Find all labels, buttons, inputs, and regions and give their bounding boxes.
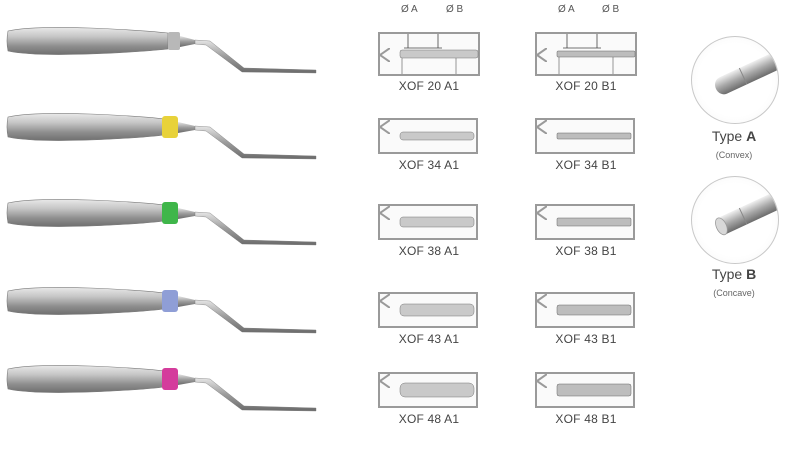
type-a-title: Type A [711, 128, 757, 144]
pointer-arrow [537, 294, 547, 308]
type-b-title: Type B [711, 266, 757, 282]
color-ring [168, 32, 180, 50]
instrument-illustration [6, 113, 317, 160]
convex-tip-icon [715, 48, 778, 95]
diameter-b-label: Ø B [446, 4, 464, 15]
tip-drawing [399, 216, 475, 228]
tip-label: XOF 20 A1 [398, 79, 460, 93]
tip-drawing [399, 382, 475, 398]
tip-label: XOF 38 B1 [555, 244, 617, 258]
pointer-arrow [537, 374, 547, 388]
tip-drawing [399, 131, 475, 141]
tip-detail-b1-20 [535, 32, 637, 76]
pointer-arrow [537, 120, 547, 134]
instrument-illustration [6, 27, 317, 74]
tip-detail-a1-34 [378, 118, 478, 154]
type-a-illustration [691, 36, 779, 124]
color-ring [162, 116, 178, 138]
color-ring [162, 202, 178, 224]
tip-drawing [399, 303, 475, 317]
tip-detail-b1-34 [535, 118, 635, 154]
tip-label: XOF 20 B1 [555, 79, 617, 93]
tip-label: XOF 43 B1 [555, 332, 617, 346]
type-b-illustration [691, 176, 779, 264]
tip-drawing [399, 34, 479, 74]
tip-label: XOF 34 B1 [555, 158, 617, 172]
pointer-arrow [380, 120, 390, 134]
pointer-arrow [380, 206, 390, 220]
tip-detail-a1-48 [378, 372, 478, 408]
tip-drawing [556, 383, 632, 397]
tip-drawing [556, 34, 636, 74]
instrument-xof-20 [0, 14, 330, 74]
tip-detail-a1-43 [378, 292, 478, 328]
tip-detail-b1-43 [535, 292, 635, 328]
tip-label: XOF 43 A1 [398, 332, 460, 346]
type-b-description: (Concave) [713, 288, 755, 298]
instrument-illustration [6, 287, 317, 334]
tip-label: XOF 48 A1 [398, 412, 460, 426]
diameter-a-label: Ø A [558, 4, 575, 15]
pointer-arrow [380, 294, 390, 308]
pointer-arrow [537, 48, 547, 62]
tip-label: XOF 34 A1 [398, 158, 460, 172]
instrument-xof-43 [0, 274, 330, 334]
instrument-xof-48 [0, 352, 330, 412]
color-ring [162, 368, 178, 390]
type-a-description: (Convex) [715, 150, 753, 160]
instrument-illustration [6, 199, 317, 246]
tip-drawing [556, 304, 632, 316]
instrument-xof-34 [0, 100, 330, 160]
pointer-arrow [380, 48, 390, 62]
diameter-a-label: Ø A [401, 4, 418, 15]
color-ring [162, 290, 178, 312]
instrument-xof-38 [0, 186, 330, 246]
tip-detail-a1-38 [378, 204, 478, 240]
tip-label: XOF 38 A1 [398, 244, 460, 258]
concave-tip-icon [715, 188, 778, 236]
tip-label: XOF 48 B1 [555, 412, 617, 426]
tip-detail-a1-20 [378, 32, 480, 76]
instrument-illustration [6, 365, 317, 412]
tip-detail-b1-48 [535, 372, 635, 408]
tip-drawing [556, 132, 632, 140]
diameter-b-label: Ø B [602, 4, 620, 15]
pointer-arrow [380, 374, 390, 388]
tip-detail-b1-38 [535, 204, 635, 240]
pointer-arrow [537, 206, 547, 220]
tip-drawing [556, 217, 632, 227]
